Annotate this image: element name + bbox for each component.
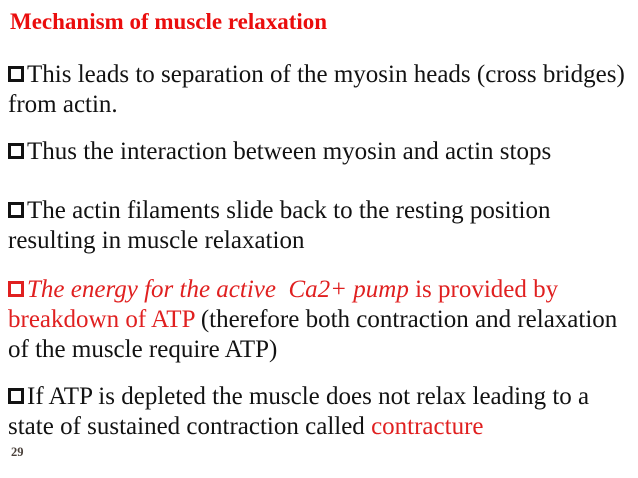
text-run-keyword: contracture (371, 413, 484, 440)
bullet-line: Thus the interaction between myosin and … (8, 137, 632, 167)
bullet-line: state of sustained contraction called co… (8, 412, 632, 442)
square-bullet-icon (8, 66, 24, 82)
square-bullet-icon (8, 202, 24, 218)
text-run: Thus the interaction between myosin and … (27, 138, 552, 165)
bullet-line: If ATP is depleted the muscle does not r… (8, 382, 632, 412)
text-run: If ATP is depleted the muscle does not r… (27, 383, 590, 410)
bullet-line: from actin. (8, 90, 632, 120)
bullet-line: breakdown of ATP (therefore both contrac… (8, 305, 632, 335)
square-bullet-icon (8, 388, 24, 404)
text-run: state of sustained contraction called (8, 413, 372, 440)
bullet-line: The energy for the active Ca2+ pump is p… (8, 275, 632, 305)
bullet-paragraph-4: The energy for the active Ca2+ pump is p… (8, 275, 632, 365)
square-bullet-icon (8, 281, 24, 297)
bullet-paragraph-5: If ATP is depleted the muscle does not r… (8, 382, 632, 442)
text-run: resulting in muscle relaxation (8, 227, 305, 254)
bullet-line: This leads to separation of the myosin h… (8, 60, 632, 90)
text-run-emphasis: The energy for the active Ca2+ pump (27, 276, 409, 303)
slide-title: Mechanism of muscle relaxation (10, 9, 328, 34)
bullet-paragraph-3: The actin filaments slide back to the re… (8, 196, 632, 256)
square-bullet-icon (8, 143, 24, 159)
text-run: is provided by (408, 276, 559, 303)
bullet-paragraph-1: This leads to separation of the myosin h… (8, 60, 632, 120)
text-run: The actin filaments slide back to the re… (27, 197, 551, 224)
text-run: breakdown of ATP (8, 306, 201, 333)
text-run: This leads to separation of the myosin h… (27, 61, 625, 88)
bullet-line: resulting in muscle relaxation (8, 226, 632, 256)
bullet-paragraph-2: Thus the interaction between myosin and … (8, 137, 632, 167)
text-run: of the muscle require ATP) (8, 336, 278, 363)
bullet-line: The actin filaments slide back to the re… (8, 196, 632, 226)
text-run: (therefore both contraction and relaxati… (200, 306, 618, 333)
text-run: from actin. (8, 91, 118, 118)
page-number: 29 (11, 445, 24, 459)
bullet-line: of the muscle require ATP) (8, 335, 632, 365)
